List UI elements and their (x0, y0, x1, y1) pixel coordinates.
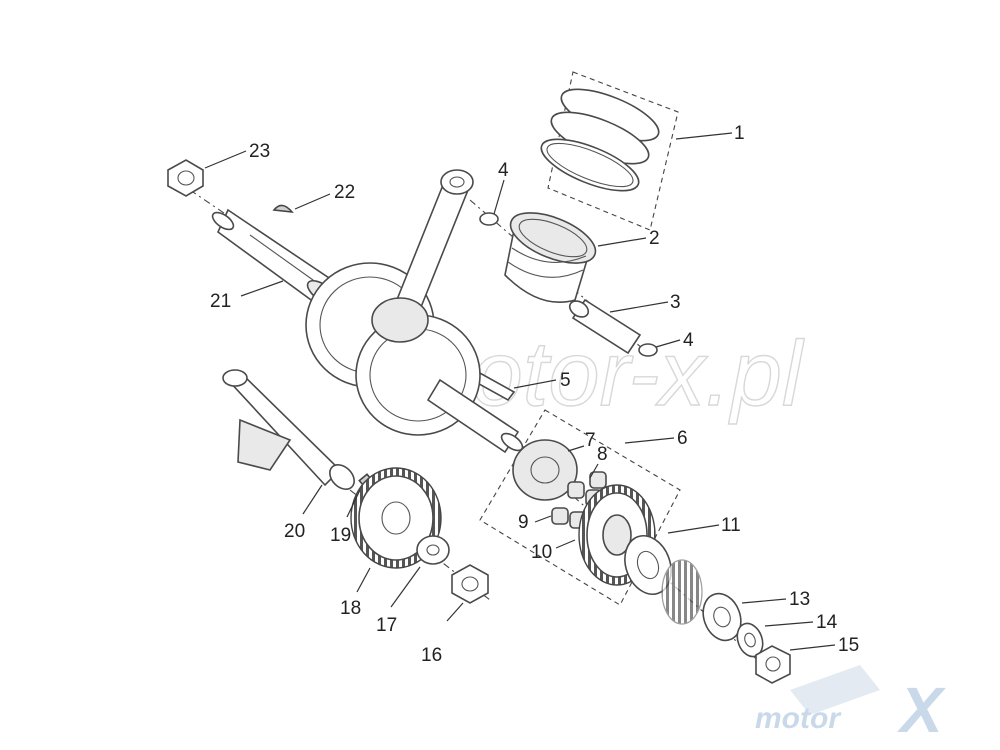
callout-7: 7 (585, 430, 596, 451)
callout-22: 22 (334, 182, 355, 203)
callout-20: 20 (284, 521, 305, 542)
gear-hub[interactable] (512, 439, 578, 501)
nut-left[interactable] (451, 564, 489, 604)
washer-left[interactable] (416, 535, 450, 565)
piston[interactable] (504, 203, 602, 303)
callout-8: 8 (597, 444, 608, 465)
callout-10: 10 (531, 542, 552, 563)
checkered-flag-icon (790, 665, 880, 715)
nut-top[interactable] (167, 159, 204, 197)
logo-mark: X (897, 674, 946, 746)
washer[interactable] (617, 529, 679, 600)
axis-line-right (509, 439, 781, 681)
circlip-lower[interactable] (638, 343, 658, 357)
callout-11: 11 (721, 515, 741, 536)
piston-rings[interactable] (535, 79, 665, 201)
brand-logo: motor X (755, 665, 946, 746)
piston-pin[interactable] (567, 298, 642, 355)
crankshaft[interactable] (210, 169, 526, 454)
callout-9: 9 (518, 512, 529, 533)
callout-17: 17 (376, 615, 397, 636)
callout-1: 1 (734, 123, 745, 144)
callout-19: 19 (330, 525, 351, 546)
callout-23: 23 (249, 141, 270, 162)
woodruff-key[interactable] (272, 204, 294, 214)
callout-numbers: 1 2 3 4 4 5 6 7 8 9 10 11 13 14 15 16 17… (210, 123, 859, 666)
thin-washer[interactable] (733, 620, 767, 660)
axis-line-pin (469, 199, 651, 356)
callout-4-lower: 4 (683, 330, 694, 351)
callout-6: 6 (677, 428, 688, 449)
circlip-upper[interactable] (479, 212, 499, 226)
callout-16: 16 (421, 645, 442, 666)
group-box-piston-rings (547, 71, 679, 231)
callout-21: 21 (210, 291, 231, 312)
callout-18: 18 (340, 598, 361, 619)
callout-13: 13 (789, 589, 810, 610)
balancer-shaft[interactable] (222, 369, 359, 494)
callout-14: 14 (816, 612, 838, 633)
callout-2: 2 (649, 228, 660, 249)
callout-5: 5 (560, 370, 571, 391)
callout-15: 15 (838, 635, 859, 656)
thick-washer[interactable] (697, 588, 747, 645)
callout-4-upper: 4 (498, 160, 509, 181)
callout-3: 3 (670, 292, 681, 313)
pinion-gear (661, 559, 703, 625)
nut-right[interactable] (755, 645, 791, 684)
logo-text: motor (755, 702, 842, 735)
leader-lines (204, 132, 836, 651)
